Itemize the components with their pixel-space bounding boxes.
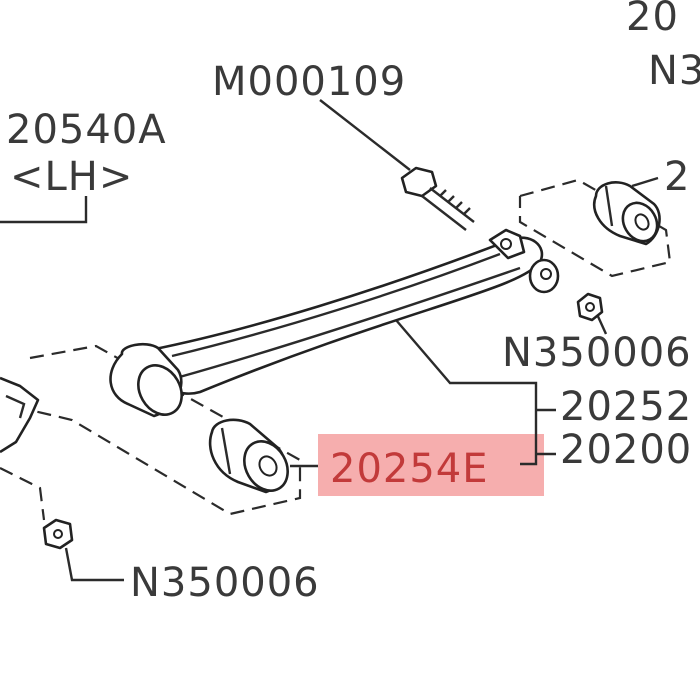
nut-bottom-icon bbox=[42, 518, 74, 550]
label-arm-lh-code: 20540A bbox=[6, 107, 167, 153]
left-bracket bbox=[0, 376, 40, 454]
label-bolt-code: M000109 bbox=[212, 59, 406, 105]
nut-right-icon bbox=[576, 292, 604, 322]
label-nut-code-bottom: N350006 bbox=[130, 560, 320, 606]
dashed-outlines bbox=[0, 178, 672, 521]
lateral-link-arm bbox=[148, 228, 560, 395]
label-bushing-right-partial: 2 bbox=[664, 154, 690, 200]
label-top-right-partial-1: 20 bbox=[626, 0, 679, 40]
label-arm-assembly-code-a: 20252 bbox=[560, 384, 692, 430]
label-arm-assembly-code-b: 20200 bbox=[560, 427, 692, 473]
label-top-right-partial-2: N3 bbox=[648, 48, 700, 94]
bushing-right-icon bbox=[593, 181, 661, 246]
label-nut-code-right: N350006 bbox=[502, 330, 692, 376]
bolt-icon bbox=[400, 166, 475, 231]
label-bushing-code: 20254E bbox=[330, 446, 489, 492]
label-arm-lh-side: <LH> bbox=[10, 154, 133, 200]
highlight-box bbox=[318, 434, 544, 496]
bushing-20254e-icon bbox=[208, 418, 289, 494]
arm-bushing-icon bbox=[109, 342, 183, 418]
